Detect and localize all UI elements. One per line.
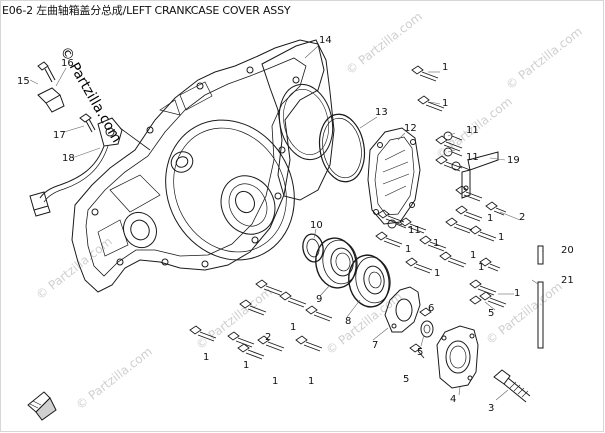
callout-1: 1 — [434, 268, 440, 279]
oil-seal-10[interactable] — [301, 232, 326, 263]
bolt-15[interactable] — [37, 61, 56, 83]
callout-6: 6 — [428, 303, 434, 314]
callout-1: 1 — [433, 238, 439, 249]
watermark-faint: © Partzilla.com — [483, 279, 565, 347]
callout-3: 3 — [488, 403, 494, 414]
callout-1: 1 — [272, 376, 278, 387]
callout-1: 1 — [203, 352, 209, 363]
callout-7: 7 — [372, 340, 378, 351]
callout-1: 1 — [442, 98, 448, 109]
diagram-title: E06-2 左曲轴箱盖分总成/LEFT CRANKCASE COVER ASSY — [2, 4, 291, 17]
watermark-faint: © Partzilla.com — [503, 24, 585, 92]
callout-1: 1 — [478, 262, 484, 273]
callout-1: 1 — [514, 288, 520, 299]
callout-4: 4 — [450, 394, 456, 405]
callout-9: 9 — [316, 294, 322, 305]
callout-1: 1 — [308, 376, 314, 387]
callout-20: 20 — [561, 245, 574, 256]
callout-1: 1 — [470, 250, 476, 261]
callout-5: 5 — [403, 374, 409, 385]
callout-1: 1 — [498, 232, 504, 243]
bolt-set-1[interactable] — [189, 65, 507, 360]
callout-11: 11 — [408, 225, 421, 236]
watermark-faint: © Partzilla.com — [323, 289, 405, 357]
callout-5: 5 — [488, 308, 494, 319]
callout-labels: 14 13 12 1 1 11 11 19 2 1 1 1 1 11 1 1 1… — [17, 35, 574, 414]
callout-12: 12 — [404, 123, 417, 134]
cover-12[interactable] — [367, 127, 421, 225]
callout-2: 2 — [265, 332, 271, 343]
watermark-faint: © Partzilla.com — [193, 284, 275, 352]
callout-16: 16 — [61, 58, 74, 69]
leader-lines — [29, 45, 544, 401]
front-arrow-icon — [27, 391, 57, 421]
callout-17: 17 — [53, 130, 66, 141]
sensor-18[interactable] — [29, 117, 151, 217]
bolt-3[interactable] — [493, 369, 531, 403]
callout-18: 18 — [62, 153, 75, 164]
dowel-pin-20[interactable] — [537, 245, 544, 265]
callout-1: 1 — [487, 213, 493, 224]
callout-19: 19 — [507, 155, 520, 166]
callout-11: 11 — [466, 152, 479, 163]
callout-14: 14 — [319, 35, 332, 46]
crankcase-cover[interactable] — [71, 39, 325, 293]
callout-2: 2 — [519, 212, 525, 223]
callout-21: 21 — [561, 275, 574, 286]
callout-1: 1 — [290, 322, 296, 333]
watermark-faint: © Partzilla.com — [343, 9, 425, 77]
rod-21[interactable] — [537, 281, 544, 349]
callout-1: 1 — [405, 244, 411, 255]
plate-7[interactable] — [384, 286, 421, 333]
watermark-faint: © Partzilla.com — [73, 344, 155, 412]
bolt-17[interactable] — [79, 113, 96, 133]
callout-8: 8 — [345, 316, 351, 327]
callout-15: 15 — [17, 76, 30, 87]
callout-1: 1 — [243, 360, 249, 371]
bolt-set-11[interactable] — [387, 131, 471, 229]
callout-11: 11 — [466, 125, 479, 136]
bearing-8[interactable] — [345, 252, 394, 310]
callout-13: 13 — [375, 107, 388, 118]
washer-6[interactable] — [420, 320, 434, 338]
callout-1: 1 — [442, 62, 448, 73]
gasket-14[interactable] — [261, 39, 339, 201]
o-ring-13[interactable] — [314, 111, 369, 186]
clip-16[interactable] — [37, 87, 65, 113]
callout-10: 10 — [310, 220, 323, 231]
watermark-faint: © Partzilla.com — [33, 234, 115, 302]
callout-5: 5 — [417, 347, 423, 358]
housing-4[interactable] — [436, 325, 479, 389]
